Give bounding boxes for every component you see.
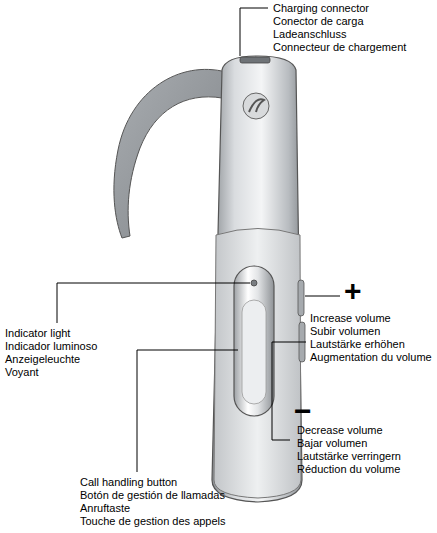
leader-line: [57, 283, 250, 323]
volume-symbol: −: [294, 396, 312, 426]
leader-line: [137, 350, 238, 472]
part-label: Conector de carga: [273, 15, 364, 28]
part-label: Ladeanschluss: [273, 28, 346, 41]
leader-line: [305, 296, 340, 297]
volume-symbol: +: [344, 276, 362, 306]
part-label: Touche de gestion des appels: [80, 515, 226, 528]
part-label: Anruftaste: [80, 502, 130, 515]
indicator-light: [251, 280, 257, 286]
part-label: Lautstärke verringern: [297, 450, 401, 463]
part-label: Subir volumen: [310, 325, 380, 338]
call-button: [234, 266, 274, 416]
part-label: Augmentation du volume: [310, 351, 432, 364]
part-label: Indicator light: [5, 327, 70, 340]
part-label: Bajar volumen: [297, 437, 367, 450]
part-label: Voyant: [5, 366, 39, 379]
part-label: Charging connector: [273, 2, 369, 15]
part-label: Decrease volume: [297, 424, 383, 437]
part-label: Botón de gestión de llamadas: [80, 489, 225, 502]
charging-connector: [240, 57, 270, 63]
leader-line: [240, 8, 268, 56]
logo-mark: [249, 99, 264, 112]
volume-up-button: [298, 280, 304, 316]
ear-hook: [114, 69, 226, 238]
part-label: Anzeigeleuchte: [5, 353, 80, 366]
front-panel: [214, 229, 301, 499]
headset-body: [212, 56, 302, 502]
part-label: Indicador luminoso: [5, 340, 97, 353]
part-label: Connecteur de chargement: [273, 41, 406, 54]
call-button-inset: [242, 300, 266, 404]
part-label: Increase volume: [310, 312, 391, 325]
part-label: Call handling button: [80, 476, 177, 489]
part-label: Réduction du volume: [297, 463, 400, 476]
logo: [243, 93, 269, 119]
part-label: Lautstärke erhöhen: [310, 338, 405, 351]
